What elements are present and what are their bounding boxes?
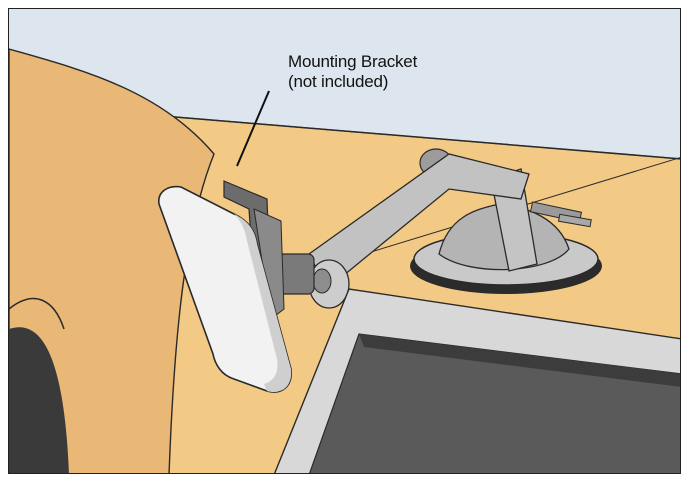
callout-label: Mounting Bracket (not included) (288, 52, 417, 92)
callout-line-2: (not included) (288, 72, 417, 92)
arm-joint-center (313, 269, 331, 293)
illustration-frame: Mounting Bracket (not included) (8, 8, 681, 474)
callout-line-1: Mounting Bracket (288, 52, 417, 72)
